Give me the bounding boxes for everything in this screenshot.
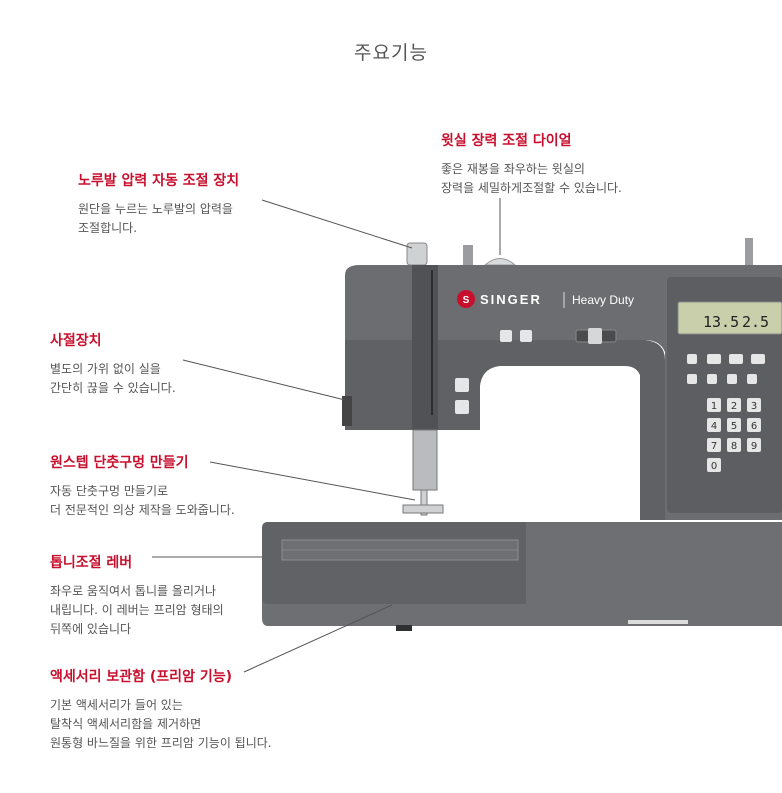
feature-description: 원단을 누르는 노루발의 압력을 조절합니다. (78, 202, 233, 235)
feature-thread-cutter: 사절장치 별도의 가위 없이 실을 간단히 끊을 수 있습니다. (50, 330, 176, 398)
lcd-left-value: 13.5 (703, 313, 739, 331)
feature-description: 좌우로 움직여서 톱니를 올리거나 내립니다. 이 레버는 프리암 형태의 뒤쪽… (50, 584, 224, 636)
svg-text:5: 5 (731, 421, 737, 432)
singer-logo-icon (457, 290, 475, 308)
needle-clamp (412, 429, 438, 491)
machine-arm (345, 340, 665, 520)
spool-pin (463, 245, 473, 265)
page-title: 주요기능 (354, 42, 428, 64)
feature-feed-dog-lever: 톱니조절 레버 좌우로 움직여서 톱니를 올리거나 내립니다. 이 레버는 프리… (50, 552, 224, 639)
feature-title: 윗실 장력 조절 다이얼 (441, 133, 572, 149)
feature-title: 사절장치 (50, 333, 102, 349)
presser-foot-plate (402, 504, 444, 514)
feature-accessory-box: 액세서리 보관함 (프리암 기능) 기본 액세서리가 들어 있는 탈착식 액세서… (50, 666, 272, 753)
start-stop-button (455, 378, 469, 392)
lcd-right-value: 2.5 (742, 313, 769, 331)
svg-text:7: 7 (711, 441, 717, 452)
svg-text:8: 8 (731, 441, 737, 452)
feature-buttonhole: 원스텝 단춧구멍 만들기 자동 단춧구멍 만들기로 더 전문적인 의상 제작을 … (50, 452, 235, 520)
spool-pin-right (745, 238, 753, 268)
svg-text:3: 3 (751, 401, 757, 412)
svg-text:1: 1 (711, 401, 717, 412)
tension-dial-top (483, 258, 517, 266)
svg-text:S: S (463, 295, 470, 306)
feature-description: 좋은 재봉을 좌우하는 윗실의 장력을 세밀하게조절할 수 있습니다. (441, 162, 622, 195)
lcd-display (677, 301, 782, 335)
accessory-box (262, 522, 526, 604)
feature-presser-pressure: 노루발 압력 자동 조절 장치 원단을 누르는 노루발의 압력을 조절합니다. (78, 170, 239, 238)
leader-lines (152, 198, 501, 673)
feature-title: 원스텝 단춧구멍 만들기 (50, 455, 189, 471)
pressure-dial-knob (406, 242, 428, 266)
feature-title: 톱니조절 레버 (50, 555, 133, 571)
feature-description: 기본 액세서리가 들어 있는 탈착식 액세서리함을 제거하면 원통형 바느질을 … (50, 698, 272, 750)
needle-bar-housing (412, 265, 438, 430)
control-panel (667, 277, 782, 513)
feature-tension-dial: 윗실 장력 조절 다이얼 좋은 재봉을 좌우하는 윗실의 장력을 세밀하게조절할… (441, 130, 622, 198)
brand-label: SINGER (480, 292, 542, 307)
keypad: 1 2 3 4 5 6 7 8 9 0 (707, 398, 761, 472)
feature-title: 노루발 압력 자동 조절 장치 (78, 173, 240, 189)
presser-foot (420, 489, 428, 516)
svg-text:9: 9 (751, 441, 757, 452)
svg-text:6: 6 (751, 421, 757, 432)
svg-text:4: 4 (711, 421, 717, 432)
reverse-button (455, 400, 469, 414)
svg-text:2: 2 (731, 401, 737, 412)
feature-title: 액세서리 보관함 (프리암 기능) (50, 669, 232, 685)
model-label: Heavy Duty (572, 293, 634, 307)
feature-description: 자동 단춧구멍 만들기로 더 전문적인 의상 제작을 도와줍니다. (50, 484, 235, 517)
feature-description: 별도의 가위 없이 실을 간단히 끊을 수 있습니다. (50, 362, 176, 395)
thread-cutter (342, 396, 352, 426)
svg-text:0: 0 (711, 461, 717, 472)
